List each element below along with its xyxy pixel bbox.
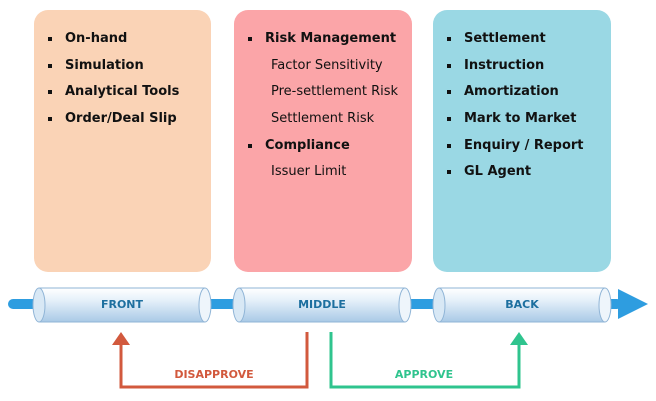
list-item: On-hand <box>34 32 211 59</box>
list-subitem: Factor Sensitivity <box>271 57 383 73</box>
list-item: Mark to Market <box>433 112 611 139</box>
front-office-panel: On-hand Simulation Analytical Tools Orde… <box>34 10 211 272</box>
back-office-panel: Settlement Instruction Amortization Mark… <box>433 10 611 272</box>
bullet-icon <box>447 90 451 95</box>
list-subitem: Pre-settlement Risk <box>271 84 399 100</box>
list-item: Amortization <box>433 85 611 112</box>
list-item: Risk Management <box>234 32 412 59</box>
stage-label-middle: MIDDLE <box>298 298 346 311</box>
bullet-icon <box>447 143 451 148</box>
bullet-icon <box>248 143 252 148</box>
list-item: Simulation <box>34 58 211 86</box>
bullet-icon <box>48 90 52 95</box>
bullet-icon <box>447 170 451 175</box>
back-cylinder <box>432 287 612 323</box>
list-item: Instruction <box>433 58 611 86</box>
list-item: Analytical Tools <box>34 85 211 112</box>
disapprove-arrow <box>112 332 309 389</box>
stage-label-front: FRONT <box>100 298 144 311</box>
approve-label: APPROVE <box>394 368 454 381</box>
bullet-icon <box>48 37 52 41</box>
bullet-icon <box>48 117 52 122</box>
front-cylinder <box>32 287 212 323</box>
list-item: GL Agent <box>433 165 611 192</box>
bullet-icon <box>447 117 451 122</box>
bullet-icon <box>447 63 451 68</box>
middle-cylinder <box>232 287 412 323</box>
list-item: Settlement <box>433 32 611 59</box>
list-subitem: Issuer Limit <box>271 164 347 180</box>
list-item: Order/Deal Slip <box>34 112 211 139</box>
bullet-icon <box>447 37 451 41</box>
approve-arrow <box>329 332 528 389</box>
stage-label-back: BACK <box>505 298 539 311</box>
disapprove-label: DISAPPROVE <box>174 368 254 381</box>
bullet-icon <box>248 37 252 41</box>
middle-office-panel: Risk Management Factor Sensitivity Pre-s… <box>234 10 412 272</box>
bullet-icon <box>48 63 52 68</box>
list-item: Enquiry / Report <box>433 138 611 166</box>
list-subitem: Settlement Risk <box>271 111 375 127</box>
list-item: Compliance <box>234 138 412 166</box>
